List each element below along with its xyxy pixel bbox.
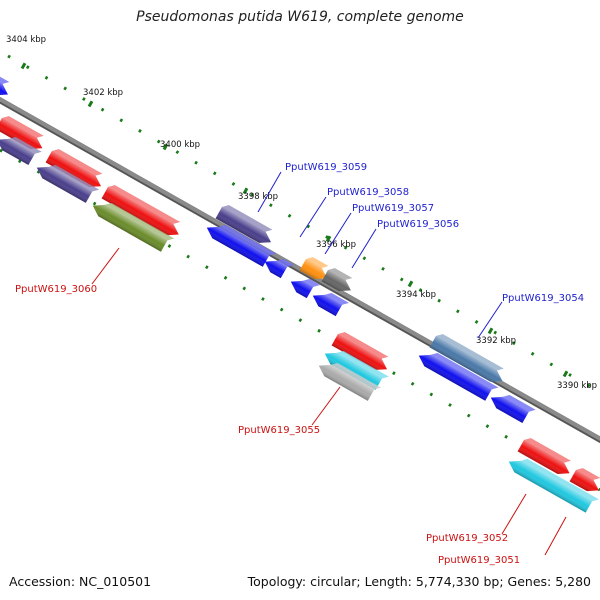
major-tick	[242, 187, 249, 195]
major-tick	[325, 235, 332, 243]
gene-label: PputW619_3058	[327, 187, 409, 198]
leader-line	[351, 228, 377, 269]
leader-line	[544, 516, 567, 556]
gene-arrow	[490, 395, 536, 424]
gene-arrow	[569, 468, 600, 492]
major-tick	[562, 370, 569, 378]
gene-arrow	[0, 76, 10, 96]
gene-label: PputW619_3055	[238, 425, 320, 436]
gene-label: PputW619_3056	[377, 219, 459, 230]
gene-arrow	[0, 116, 44, 150]
gene-arrow	[321, 268, 353, 292]
gene-label: PputW619_3059	[285, 162, 367, 173]
tick-label: 3390 kbp	[557, 381, 597, 391]
gene-arrow	[312, 293, 349, 317]
gene-arrow	[508, 459, 599, 513]
gene-arrow	[0, 137, 42, 166]
gene-arrow	[36, 165, 100, 203]
gene-arrow	[92, 203, 175, 252]
gene-arrow	[45, 149, 103, 187]
gene-arrow	[299, 257, 329, 280]
major-tick	[20, 62, 27, 70]
gene-label: PputW619_3057	[352, 203, 434, 214]
gene-arrow	[101, 185, 181, 236]
gene-arrow	[264, 259, 294, 279]
topology-text: Topology: circular; Length: 5,774,330 bp…	[247, 574, 591, 589]
major-tick	[407, 280, 414, 288]
leader-line	[324, 212, 352, 255]
gene-arrow	[206, 225, 276, 267]
gene-arrow	[517, 438, 571, 474]
gene-arrow	[418, 353, 499, 401]
tick-label: 3398 kbp	[238, 192, 278, 202]
leader-line	[91, 247, 120, 285]
gene-label: PputW619_3054	[502, 293, 584, 304]
tick-label: 3392 kbp	[476, 336, 516, 346]
tick-label: 3394 kbp	[396, 290, 436, 300]
major-tick	[487, 327, 494, 335]
gene-arrow	[290, 279, 320, 299]
gene-label: PputW619_3051	[438, 555, 520, 566]
leader-layer	[91, 171, 567, 556]
major-tick	[87, 100, 94, 108]
label-layer: PputW619_3059PputW619_3058PputW619_3057P…	[15, 162, 584, 566]
tick-label: 3396 kbp	[316, 240, 356, 250]
tick-label: 3402 kbp	[83, 88, 123, 98]
leader-line	[477, 301, 503, 339]
gene-arrow	[429, 334, 504, 382]
leader-line	[299, 196, 327, 238]
leader-line	[257, 171, 282, 213]
gene-arrow	[215, 205, 273, 243]
leader-line	[311, 386, 341, 426]
tick-layer: 3404 kbp 3402 kbp 3400 kbp 3398 kbp 3396 kbp…	[0, 35, 600, 492]
gene-label: PputW619_3060	[15, 284, 97, 295]
gene-arrow	[331, 332, 389, 370]
accession-text: Accession: NC_010501	[9, 574, 152, 589]
tick-label: 3404 kbp	[6, 35, 46, 45]
gene-label: PputW619_3052	[426, 533, 508, 544]
tick-label: 3400 kbp	[160, 140, 200, 150]
inner-tick-track	[0, 148, 600, 492]
leader-line	[501, 493, 527, 535]
map-title: Pseudomonas putida W619, complete genome	[136, 9, 464, 25]
gene-layer	[0, 76, 600, 513]
major-tick	[162, 143, 169, 151]
gene-arrow	[318, 363, 382, 401]
backbone-line	[0, 97, 600, 441]
